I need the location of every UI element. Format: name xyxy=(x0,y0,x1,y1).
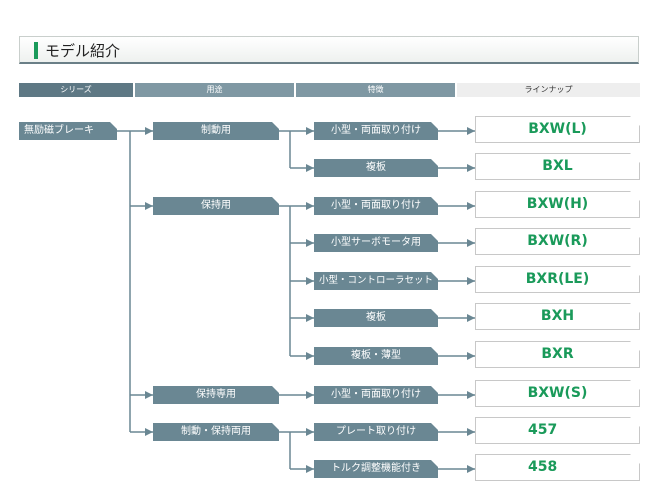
model-name: BXH xyxy=(540,308,575,324)
page-title-bar: モデル紹介 xyxy=(19,36,639,64)
model-card[interactable]: BXW(R) xyxy=(475,228,640,255)
model-name: BXW(R) xyxy=(527,233,588,249)
header-lineup: ラインナップ xyxy=(457,83,640,97)
model-card[interactable]: BXW(S) xyxy=(475,380,640,407)
feature-box: 複板・薄型 xyxy=(314,347,438,365)
header-feature: 特徴 xyxy=(296,83,455,97)
model-name: BXW(S) xyxy=(527,385,588,401)
model-name: BXL xyxy=(542,158,573,174)
header-use: 用途 xyxy=(135,83,294,97)
model-name: 458 xyxy=(528,459,558,475)
feature-box: 複板 xyxy=(314,159,438,177)
model-card[interactable]: BXW(L) xyxy=(475,116,640,143)
page-title: モデル紹介 xyxy=(45,42,121,60)
use-box: 保持専用 xyxy=(153,386,279,404)
use-box: 保持用 xyxy=(153,197,279,215)
series-box: 無励磁ブレーキ xyxy=(19,122,117,140)
model-name: BXR(LE) xyxy=(525,271,590,287)
model-card[interactable]: BXR(LE) xyxy=(475,266,640,293)
feature-box: プレート取り付け xyxy=(314,423,438,441)
model-name: BXR xyxy=(541,346,574,362)
feature-box: 小型・両面取り付け xyxy=(314,122,438,140)
model-name: BXW(L) xyxy=(528,121,587,137)
model-card[interactable]: 457 xyxy=(475,417,640,444)
feature-box: 小型・両面取り付け xyxy=(314,386,438,404)
use-box: 制動・保持両用 xyxy=(153,423,279,441)
title-accent-bar xyxy=(34,42,38,59)
model-name: 457 xyxy=(528,422,558,438)
model-name: BXW(H) xyxy=(526,196,589,212)
model-card[interactable]: BXL xyxy=(475,153,640,180)
model-card[interactable]: BXR xyxy=(475,341,640,368)
feature-box: 小型・コントローラセット xyxy=(314,272,438,290)
feature-box: 小型サーボモータ用 xyxy=(314,234,438,252)
feature-box: トルク調整機能付き xyxy=(314,460,438,478)
use-box: 制動用 xyxy=(153,122,279,140)
model-card[interactable]: 458 xyxy=(475,454,640,481)
header-series: シリーズ xyxy=(19,83,133,97)
feature-box: 小型・両面取り付け xyxy=(314,197,438,215)
feature-box: 複板 xyxy=(314,309,438,327)
model-card[interactable]: BXH xyxy=(475,303,640,330)
model-card[interactable]: BXW(H) xyxy=(475,191,640,218)
